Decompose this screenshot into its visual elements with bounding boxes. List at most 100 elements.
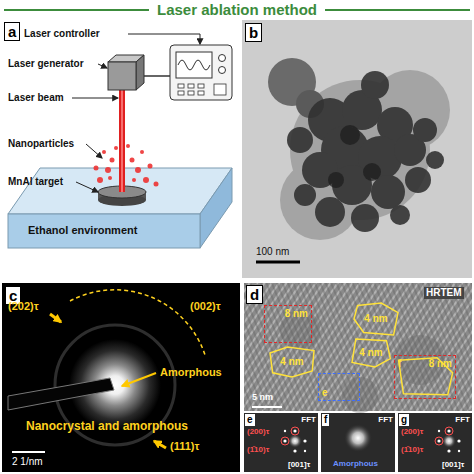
inset-title: FFT <box>455 415 470 424</box>
zone-axis-label: [001]τ <box>442 460 464 469</box>
fft-inset-part <box>344 424 372 452</box>
fft-inset-part <box>288 434 302 448</box>
fft-inset-part <box>321 413 395 472</box>
fft-inset-part <box>291 427 299 435</box>
hrtem-image-part <box>252 406 282 408</box>
ablation-schematic-part <box>98 64 107 68</box>
tem-image-part <box>242 20 472 278</box>
ablation-schematic-part-part <box>97 177 103 183</box>
fft-inset-part-part <box>447 449 450 452</box>
phase-label: Amorphous <box>333 459 378 468</box>
panel-letter: b <box>245 23 262 42</box>
figure-title: Laser ablation method <box>157 1 317 18</box>
plane-label: (002)τ <box>190 300 221 313</box>
ablation-schematic-part-part <box>148 164 153 169</box>
ablation-schematic-part-part <box>140 150 144 154</box>
fft-inset-part <box>437 429 460 452</box>
part-label: MnAl target <box>8 176 63 188</box>
ablation-schematic-part <box>198 91 204 95</box>
scale-label: 5 nm <box>252 392 273 402</box>
ablation-schematic-part-part <box>94 166 99 171</box>
tem-image-part-part <box>315 197 345 227</box>
tem-image <box>242 20 472 278</box>
fft-inset-part <box>283 429 306 452</box>
fft-inset-part <box>445 427 453 435</box>
ablation-schematic-part <box>219 67 226 74</box>
plane-label: (202)τ <box>8 300 39 313</box>
scale-label: 2 1/nm <box>12 456 43 468</box>
tem-image-part-part <box>351 204 379 232</box>
hrtem-image <box>244 283 472 413</box>
plane-label: (1̄10)τ <box>247 445 269 454</box>
ablation-schematic-part <box>128 34 200 44</box>
hrtem-image-part <box>280 310 445 413</box>
size-label: 4 nm <box>364 313 387 325</box>
fft-inset-part <box>435 437 443 445</box>
panel-letter: f <box>322 414 329 426</box>
ablation-schematic-part <box>188 91 194 95</box>
title-rule <box>4 9 149 11</box>
zone-axis-label: [001]τ <box>288 460 310 469</box>
ablation-schematic-part <box>119 90 125 192</box>
tem-image-part-part <box>340 125 360 145</box>
diffraction-pattern-part <box>2 283 240 472</box>
tem-image-part-part <box>413 118 437 142</box>
crystal-region: 4 nm <box>270 347 314 377</box>
ablation-schematic-part <box>144 75 170 77</box>
fft-inset-part <box>442 434 456 448</box>
selection-box: e <box>318 373 360 401</box>
ablation-schematic <box>8 34 232 248</box>
part-label: Laser generator <box>8 58 84 70</box>
region-letter: e <box>322 387 328 399</box>
tem-image-part-part <box>426 151 444 169</box>
fft-inset <box>244 413 318 472</box>
hrtem-image-part-part <box>342 377 378 413</box>
tem-image-part <box>287 71 444 232</box>
inset-title: FFT <box>301 415 316 424</box>
ablation-schematic-part <box>219 55 226 62</box>
crystal-region: 4 nm <box>354 303 398 335</box>
fft-inset-part-part <box>303 439 306 442</box>
fft-inset-part-part <box>438 430 440 432</box>
crystal-region: 4 nm <box>352 339 390 367</box>
fft-inset-part-part <box>458 450 460 452</box>
ablation-schematic-part <box>72 98 118 99</box>
plane-label: (200)τ <box>247 427 269 436</box>
region-outline <box>354 303 398 335</box>
tem-image-part-part <box>294 184 316 206</box>
fft-inset-part-part <box>437 439 440 442</box>
ablation-schematic-part-part <box>154 182 159 187</box>
part-label: Laser controller <box>24 28 100 40</box>
ablation-schematic-part <box>136 55 144 90</box>
size-label: 8 nm <box>429 358 452 370</box>
fft-inset-part-part <box>283 439 286 442</box>
part-label: Laser beam <box>8 92 64 104</box>
fft-inset <box>321 413 395 472</box>
tem-image-part-part <box>390 205 410 225</box>
region-outline <box>352 339 390 367</box>
tem-image-part-part <box>287 127 313 153</box>
ablation-schematic-part <box>8 214 200 248</box>
ablation-schematic-part <box>178 60 210 70</box>
size-label: 4 nm <box>280 356 303 368</box>
fft-inset-part <box>398 413 472 472</box>
ablation-schematic-part <box>188 84 194 88</box>
panel-letter: d <box>246 285 263 304</box>
ablation-schematic-part <box>170 45 232 100</box>
fft-inset-part-part <box>293 449 296 452</box>
ablation-schematic-part-part <box>143 177 149 183</box>
diffraction-pattern-part <box>50 314 61 322</box>
fft-inset-part-part <box>457 439 460 442</box>
fft-inset-part-part <box>304 450 306 452</box>
scale-label: 100 nm <box>256 246 289 258</box>
panel-letter: g <box>399 414 409 426</box>
ablation-schematic-part <box>76 182 98 192</box>
ablation-schematic-part-part <box>105 167 111 173</box>
tem-image-part-part <box>371 175 405 209</box>
tem-image-part-part <box>361 71 389 99</box>
title-rule <box>325 9 470 11</box>
ablation-schematic-part-part <box>135 167 141 173</box>
fft-inset <box>398 413 472 472</box>
ablation-schematic-part <box>176 52 212 78</box>
fft-inset-part-part <box>293 429 296 432</box>
